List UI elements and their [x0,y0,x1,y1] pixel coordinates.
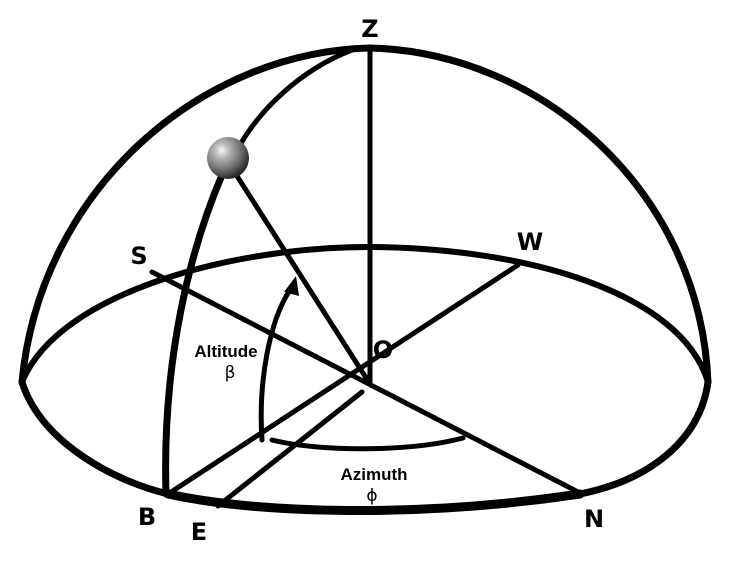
sun-great-circle-lower [162,171,226,498]
label-azimuth-symbol: ϕ [366,486,377,506]
label-altitude: Altitude [194,342,257,361]
label-east: E [191,518,207,546]
label-west: W [517,228,543,256]
sun-icon [207,137,249,179]
label-origin: O [373,336,393,364]
label-north: N [584,505,604,533]
sun-great-circle-upper [237,47,355,148]
label-south: S [130,242,147,270]
sun-to-origin-line [234,173,373,387]
horizon-back-arc [19,243,711,385]
label-altitude-symbol: β [225,363,236,383]
horizon-front-rim [163,489,585,516]
south-north-line [149,269,583,496]
label-b-point: B [138,503,156,531]
dome-outline [18,44,712,386]
label-azimuth: Azimuth [340,465,407,484]
altitude-arc [258,287,293,443]
altitude-arrow-icon [284,276,299,296]
azimuth-arc [269,435,466,452]
label-zenith: Z [361,15,378,43]
east-origin-line [215,389,365,509]
west-b-line [165,262,521,497]
